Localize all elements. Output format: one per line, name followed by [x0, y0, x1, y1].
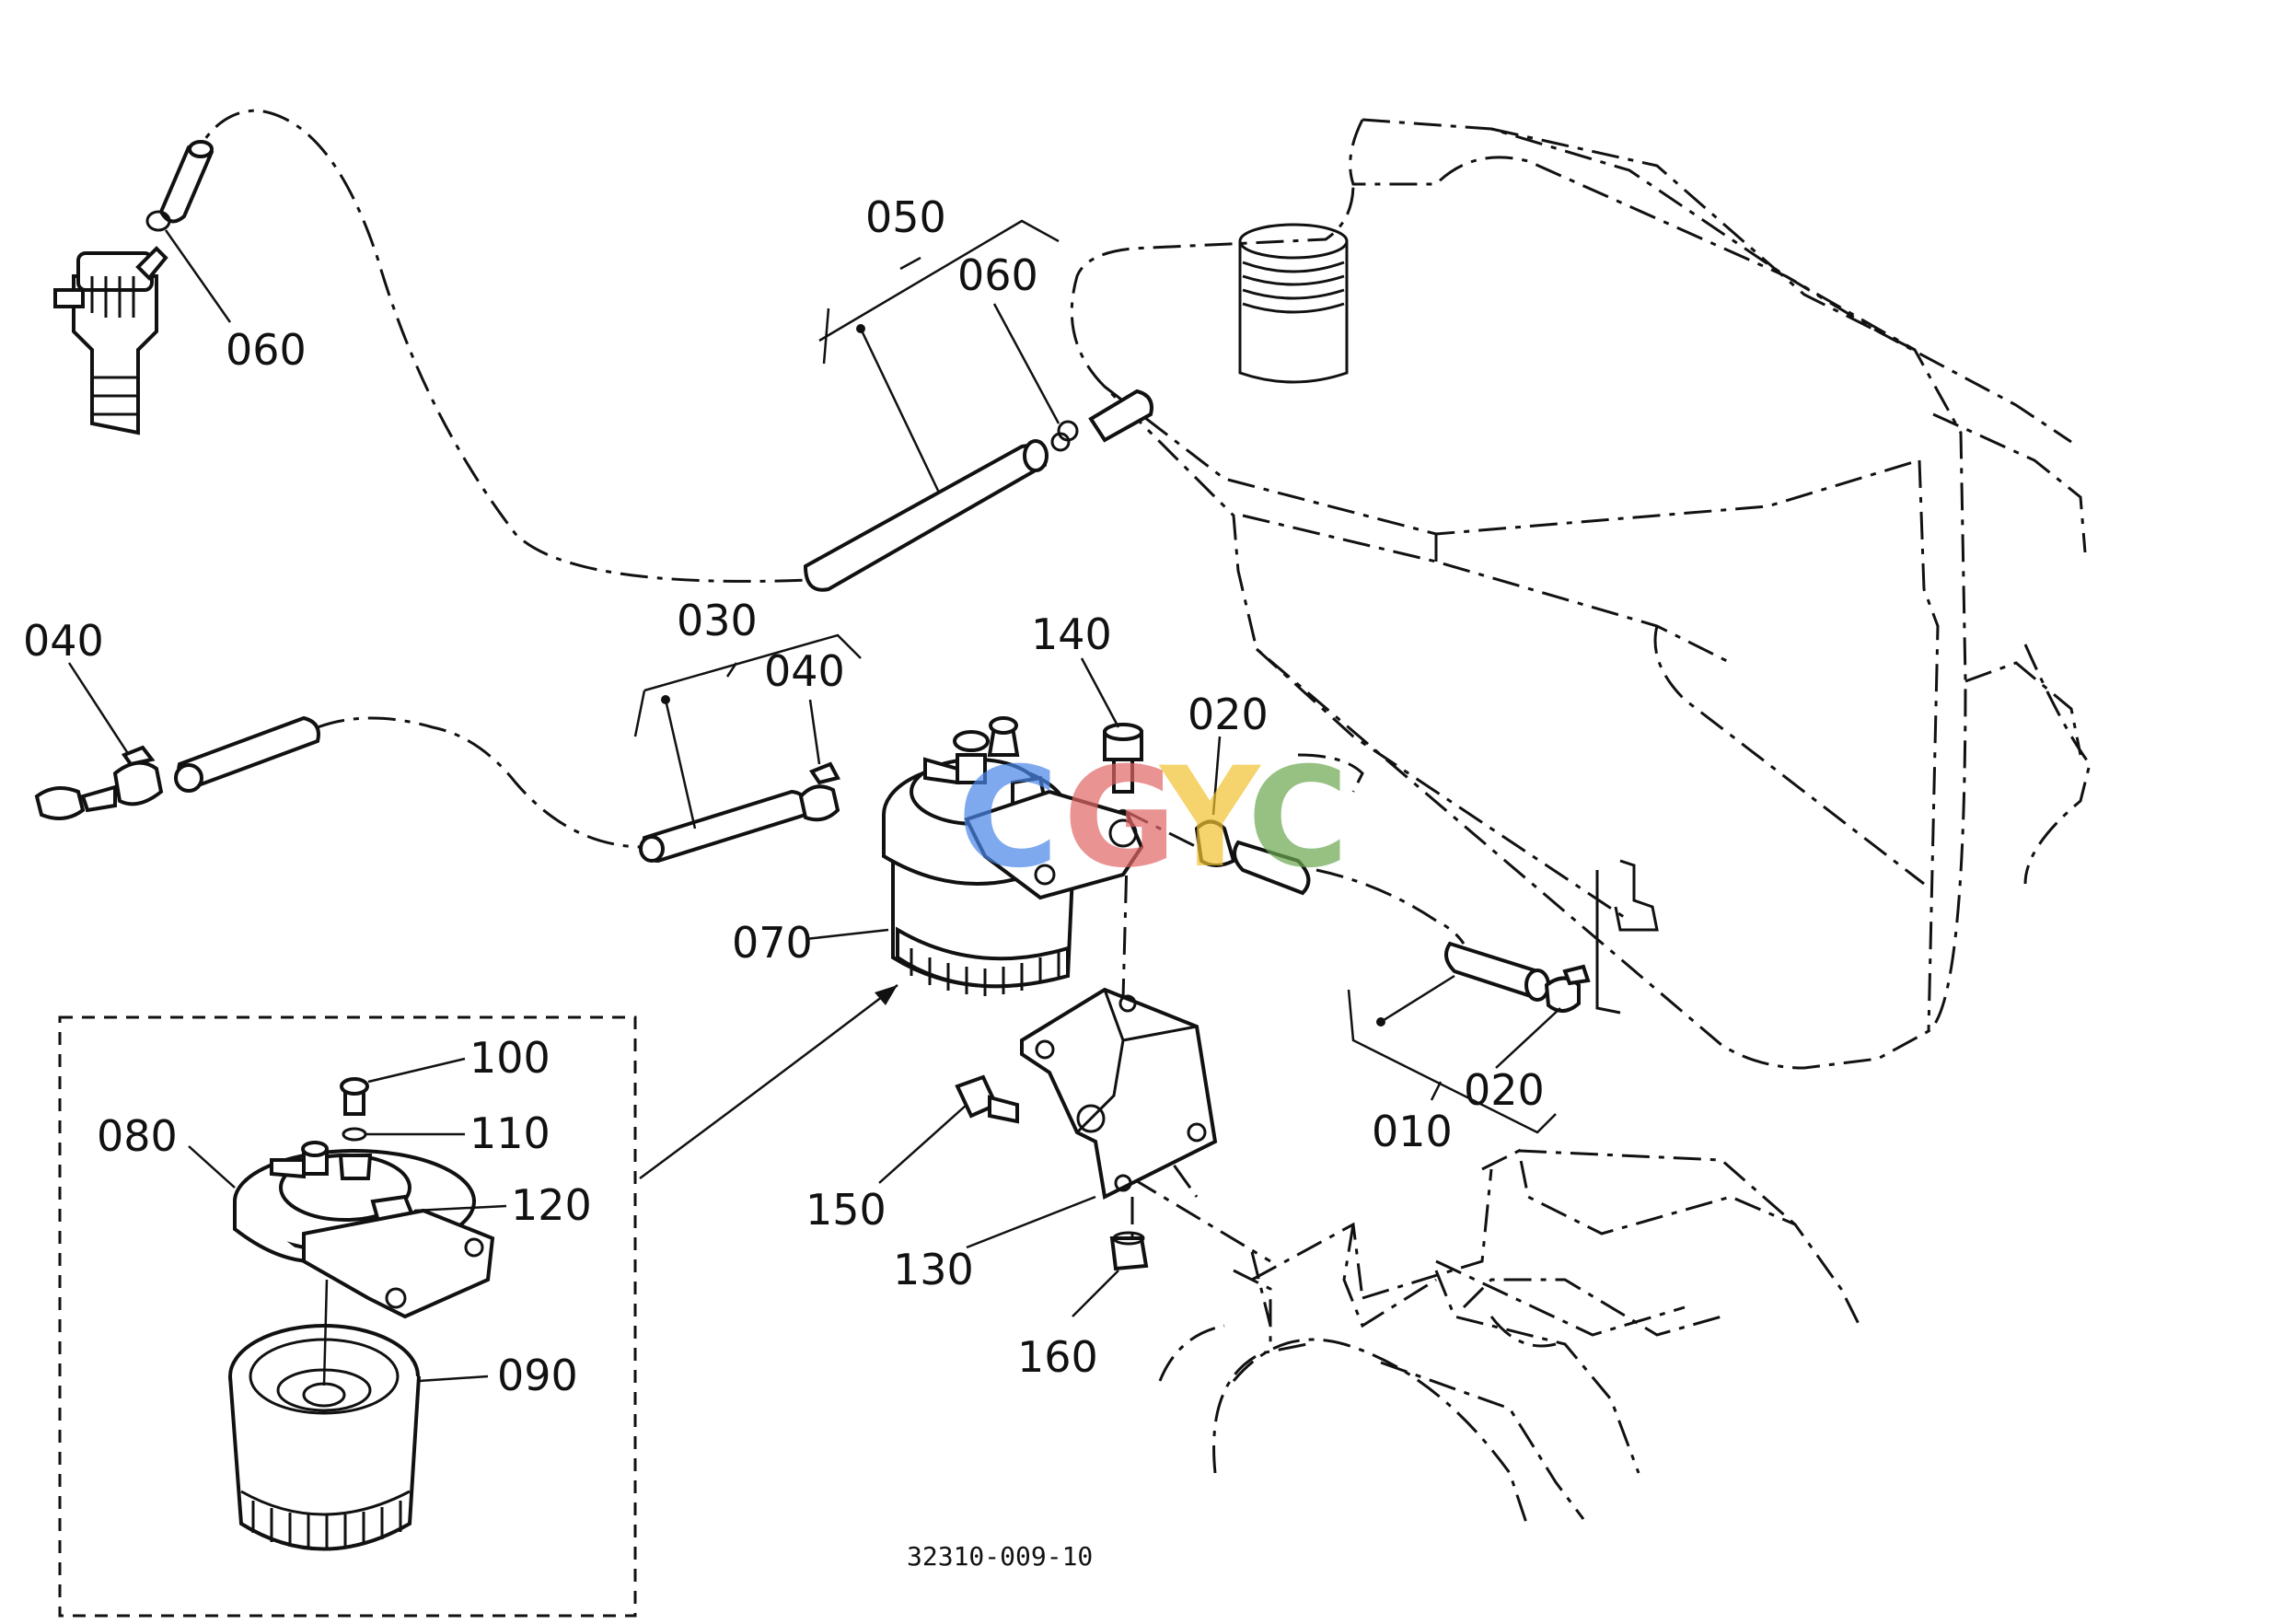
label-050: 050: [865, 192, 946, 242]
label-020-center: 020: [1188, 690, 1269, 739]
fuel-lines: [187, 109, 1466, 1263]
fuel-hose-030: [639, 761, 840, 864]
leader-lines: [67, 219, 1561, 1386]
label-130: 130: [893, 1245, 974, 1294]
label-030: 030: [677, 596, 758, 645]
watermark: C G Y C: [957, 738, 1349, 899]
bracket-130: [1020, 987, 1218, 1200]
label-100: 100: [469, 1033, 550, 1083]
label-140: 140: [1031, 609, 1112, 659]
bolt-150: [955, 1074, 1019, 1124]
label-080: 080: [97, 1111, 178, 1161]
fuel-filter-assembly: [882, 716, 1144, 996]
label-010: 010: [1372, 1107, 1453, 1156]
label-070: 070: [732, 918, 813, 968]
label-090: 090: [497, 1351, 578, 1400]
watermark-letter-2: G: [1063, 738, 1176, 899]
return-hose: [145, 140, 214, 232]
label-160: 160: [1017, 1332, 1098, 1382]
label-040-left: 040: [23, 616, 104, 666]
fuel-hose-050: [803, 389, 1153, 592]
label-060-top: 060: [226, 325, 307, 375]
label-060-center: 060: [957, 250, 1038, 300]
fuel-hose-left: [34, 715, 320, 820]
filter-cartridge-detail: [228, 1324, 421, 1551]
watermark-letter-4: C: [1247, 738, 1349, 899]
fuel-tank: [1070, 118, 2092, 1070]
part-labels: 060 050 060 040 030 040 140 020 070 020 …: [23, 192, 1545, 1572]
tractor-frame: [1158, 1148, 1861, 1529]
label-040-center: 040: [764, 646, 845, 696]
label-110: 110: [469, 1108, 550, 1158]
watermark-letter-1: C: [957, 738, 1059, 899]
fuel-hose-010: [1444, 941, 1591, 1013]
filter-head-detail: [233, 1077, 495, 1319]
diagram-code: 32310-009-10: [907, 1541, 1093, 1572]
label-120: 120: [511, 1180, 592, 1230]
label-150: 150: [805, 1185, 887, 1235]
injection-nozzle: [53, 246, 168, 435]
bolt-140: [1103, 723, 1143, 794]
watermark-letter-3: Y: [1158, 738, 1262, 899]
nut-160: [1109, 1231, 1149, 1271]
label-020-right: 020: [1464, 1065, 1545, 1115]
detail-box: [58, 1015, 637, 1618]
banjo-020: [1194, 819, 1311, 896]
